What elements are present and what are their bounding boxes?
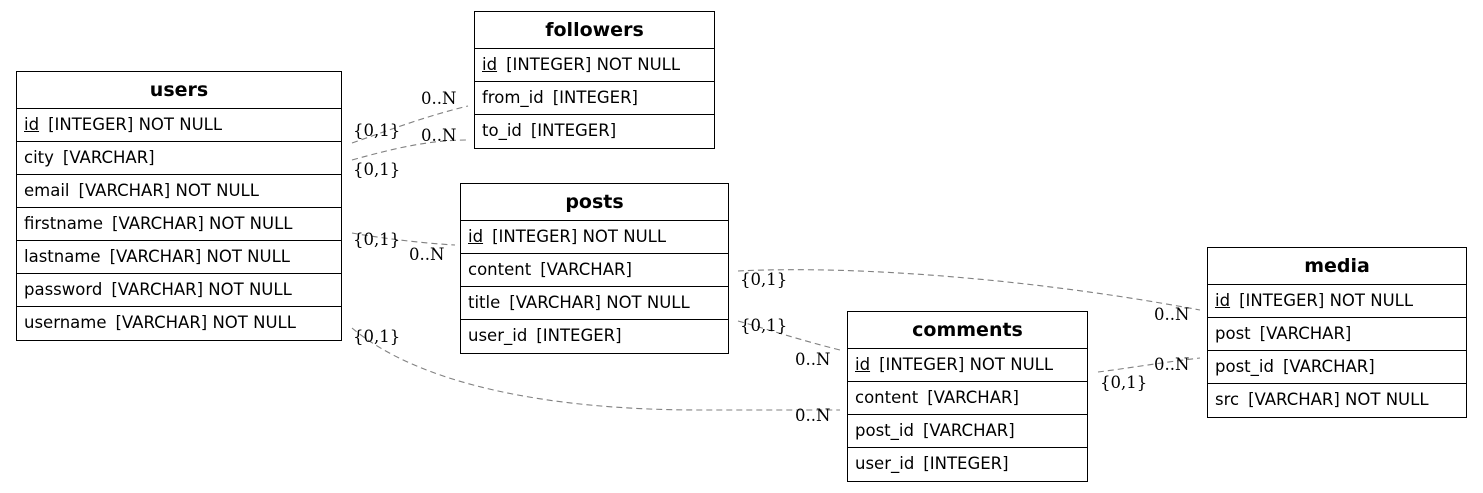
column-type: [VARCHAR] <box>62 148 155 167</box>
column-type: [VARCHAR] <box>1259 324 1352 343</box>
column-type: [VARCHAR] NOT NULL <box>1248 390 1429 409</box>
column-type: [VARCHAR] NOT NULL <box>109 247 290 266</box>
column-type: [VARCHAR] <box>922 421 1015 440</box>
column-name: post_id <box>855 421 914 440</box>
column-row: id [INTEGER] NOT NULL <box>461 221 728 254</box>
cardinality-to-posts-comments: 0..N <box>795 350 831 369</box>
column-row: id [INTEGER] NOT NULL <box>475 49 714 82</box>
column-row: user_id [INTEGER] <box>461 320 728 353</box>
column-row: post_id [VARCHAR] <box>1208 351 1466 384</box>
column-name: firstname <box>24 214 104 233</box>
column-type: [VARCHAR] NOT NULL <box>78 181 259 200</box>
column-name: content <box>855 388 919 407</box>
column-name: post_id <box>1215 357 1274 376</box>
column-row: email [VARCHAR] NOT NULL <box>17 175 341 208</box>
column-name: user_id <box>855 454 915 473</box>
column-row: to_id [INTEGER] <box>475 115 714 148</box>
primary-key-name: id <box>468 227 484 246</box>
column-name: to_id <box>482 121 522 140</box>
column-type: [INTEGER] <box>552 88 638 107</box>
column-row: username [VARCHAR] NOT NULL <box>17 307 341 340</box>
primary-key-name: id <box>855 355 871 374</box>
column-name: post <box>1215 324 1251 343</box>
entity-title: comments <box>848 312 1087 349</box>
column-type: [VARCHAR] NOT NULL <box>111 280 292 299</box>
column-row: password [VARCHAR] NOT NULL <box>17 274 341 307</box>
column-name: content <box>468 260 532 279</box>
column-type: [VARCHAR] <box>1282 357 1375 376</box>
entity-followers: followers id [INTEGER] NOT NULL from_id [INT… <box>474 11 715 149</box>
cardinality-from-comments-media: {0,1} <box>1100 373 1148 392</box>
column-row: title [VARCHAR] NOT NULL <box>461 287 728 320</box>
entity-users: users id [INTEGER] NOT NULL city [VARCHAR] em… <box>16 71 342 341</box>
relationship-edge-posts-comments <box>737 320 841 351</box>
cardinality-to-users-followers-to: 0..N <box>421 126 457 145</box>
entity-title: followers <box>475 12 714 49</box>
cardinality-from-users-followers-to: {0,1} <box>353 160 401 179</box>
cardinality-from-posts-media: {0,1} <box>740 270 788 289</box>
entity-posts: posts id [INTEGER] NOT NULL content [VARCHAR… <box>460 183 729 354</box>
column-name: email <box>24 181 70 200</box>
column-name: lastname <box>24 247 101 266</box>
column-type: [INTEGER] NOT NULL <box>1239 291 1414 310</box>
column-name: username <box>24 313 107 332</box>
relationship-edge-users-comments <box>351 327 840 411</box>
column-row: lastname [VARCHAR] NOT NULL <box>17 241 341 274</box>
column-row: from_id [INTEGER] <box>475 82 714 115</box>
column-row: content [VARCHAR] <box>461 254 728 287</box>
column-name: user_id <box>468 326 528 345</box>
entity-title: posts <box>461 184 728 221</box>
cardinality-from-posts-comments: {0,1} <box>740 316 788 335</box>
column-name: src <box>1215 390 1240 409</box>
cardinality-to-posts-media: 0..N <box>1154 305 1190 324</box>
relationship-edge-users-posts <box>351 232 456 246</box>
column-type: [INTEGER] NOT NULL <box>492 227 667 246</box>
column-type: [VARCHAR] NOT NULL <box>115 313 296 332</box>
column-row: id [INTEGER] NOT NULL <box>1208 285 1466 318</box>
column-type: [INTEGER] NOT NULL <box>506 55 681 74</box>
column-row: post_id [VARCHAR] <box>848 415 1087 448</box>
column-type: [INTEGER] NOT NULL <box>48 115 223 134</box>
column-row: firstname [VARCHAR] NOT NULL <box>17 208 341 241</box>
cardinality-to-users-followers-from: 0..N <box>421 89 457 108</box>
relationship-edge-users-followers-from <box>351 105 469 144</box>
cardinality-to-users-posts: 0..N <box>409 245 445 264</box>
column-type: [INTEGER] NOT NULL <box>879 355 1054 374</box>
column-type: [VARCHAR] NOT NULL <box>509 293 690 312</box>
column-name: city <box>24 148 54 167</box>
column-row: content [VARCHAR] <box>848 382 1087 415</box>
column-name: from_id <box>482 88 544 107</box>
cardinality-from-users-posts: {0,1} <box>353 230 401 249</box>
column-type: [VARCHAR] <box>927 388 1019 407</box>
column-row: id [INTEGER] NOT NULL <box>848 349 1087 382</box>
column-row: src [VARCHAR] NOT NULL <box>1208 384 1466 417</box>
relationship-edge-users-followers-to <box>351 139 469 161</box>
column-name: title <box>468 293 501 312</box>
cardinality-from-users-followers-from: {0,1} <box>353 121 401 140</box>
relationship-edge-posts-media <box>737 269 1201 311</box>
column-type: [VARCHAR] NOT NULL <box>112 214 293 233</box>
column-type: [INTEGER] <box>530 121 617 140</box>
column-type: [VARCHAR] <box>540 260 632 279</box>
cardinality-from-users-comments: {0,1} <box>353 327 401 346</box>
column-row: post [VARCHAR] <box>1208 318 1466 351</box>
primary-key-name: id <box>24 115 40 134</box>
column-type: [INTEGER] <box>923 454 1009 473</box>
column-row: id [INTEGER] NOT NULL <box>17 109 341 142</box>
cardinality-to-users-comments: 0..N <box>795 406 831 425</box>
column-row: city [VARCHAR] <box>17 142 341 175</box>
column-name: password <box>24 280 103 299</box>
entity-title: users <box>17 72 341 109</box>
column-row: user_id [INTEGER] <box>848 448 1087 481</box>
relationship-edge-comments-media <box>1097 357 1201 373</box>
cardinality-to-comments-media: 0..N <box>1154 355 1190 374</box>
entity-title: media <box>1208 248 1466 285</box>
primary-key-name: id <box>1215 291 1231 310</box>
column-type: [INTEGER] <box>536 326 622 345</box>
primary-key-name: id <box>482 55 498 74</box>
